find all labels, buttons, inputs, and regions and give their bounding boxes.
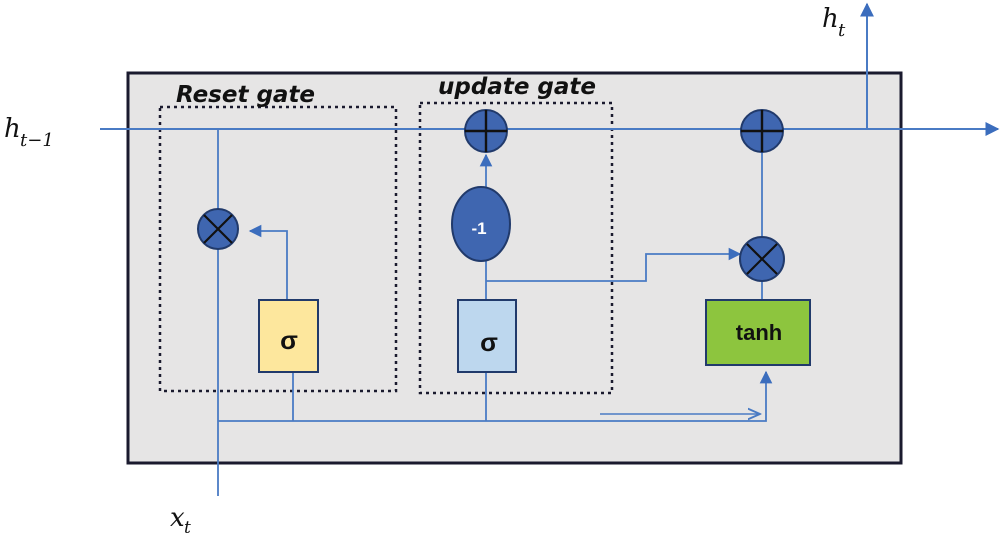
- update-gate-box: [418, 101, 614, 395]
- update-to-output-mult-line: [486, 247, 742, 282]
- output-multiply-node: [739, 236, 785, 282]
- x-in-subscript: t: [184, 518, 191, 537]
- gru-cell-panel: [126, 71, 903, 465]
- output-plus-node: [740, 109, 784, 153]
- update-sigma-box: [457, 299, 517, 373]
- update-gate-label: update gate: [438, 74, 596, 100]
- negate-label: -1: [471, 219, 486, 238]
- h-out-symbol: h: [822, 4, 839, 34]
- h-prev-label: h t−1: [4, 114, 54, 151]
- input-bus-line: [218, 370, 773, 422]
- update-plus-node: [464, 109, 508, 153]
- negate-node: [451, 186, 511, 262]
- reset-gate-label: Reset gate: [176, 82, 315, 108]
- reset-sigma-box: [258, 299, 319, 373]
- tanh-box: [705, 299, 811, 366]
- reset-multiply-node: [197, 208, 239, 250]
- reset-gate-box: [158, 105, 398, 393]
- tanh-label: tanh: [736, 320, 782, 345]
- reset-sigma-to-mult-line: [248, 224, 288, 299]
- h-out-label: h t: [822, 4, 846, 41]
- x-in-symbol: x: [170, 503, 185, 533]
- reset-sigma-label: σ: [280, 325, 298, 355]
- update-sigma-label: σ: [480, 327, 498, 357]
- h-out-subscript: t: [838, 20, 846, 41]
- x-in-label: x t: [170, 503, 191, 537]
- h-prev-symbol: h: [4, 114, 21, 144]
- h-prev-subscript: t−1: [20, 130, 54, 151]
